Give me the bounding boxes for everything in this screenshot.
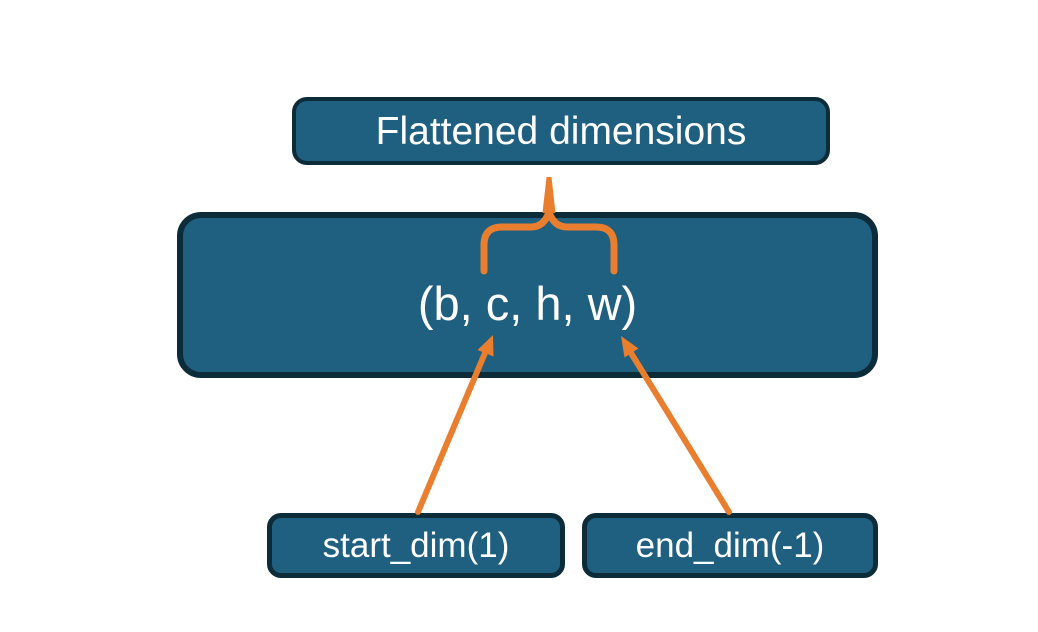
flattened-dimensions-box: Flattened dimensions [292, 97, 830, 165]
tensor-shape-label: (b, c, h, w) [417, 276, 638, 330]
end-dim-label: end_dim(-1) [635, 526, 825, 565]
overbrace-stem [542, 177, 556, 213]
start-dim-label: start_dim(1) [322, 526, 510, 565]
end-dim-box: end_dim(-1) [582, 513, 878, 578]
tensor-shape-box: (b, c, h, w) [177, 212, 878, 378]
start-dim-box: start_dim(1) [267, 513, 565, 578]
flattened-dimensions-label: Flattened dimensions [375, 109, 747, 153]
